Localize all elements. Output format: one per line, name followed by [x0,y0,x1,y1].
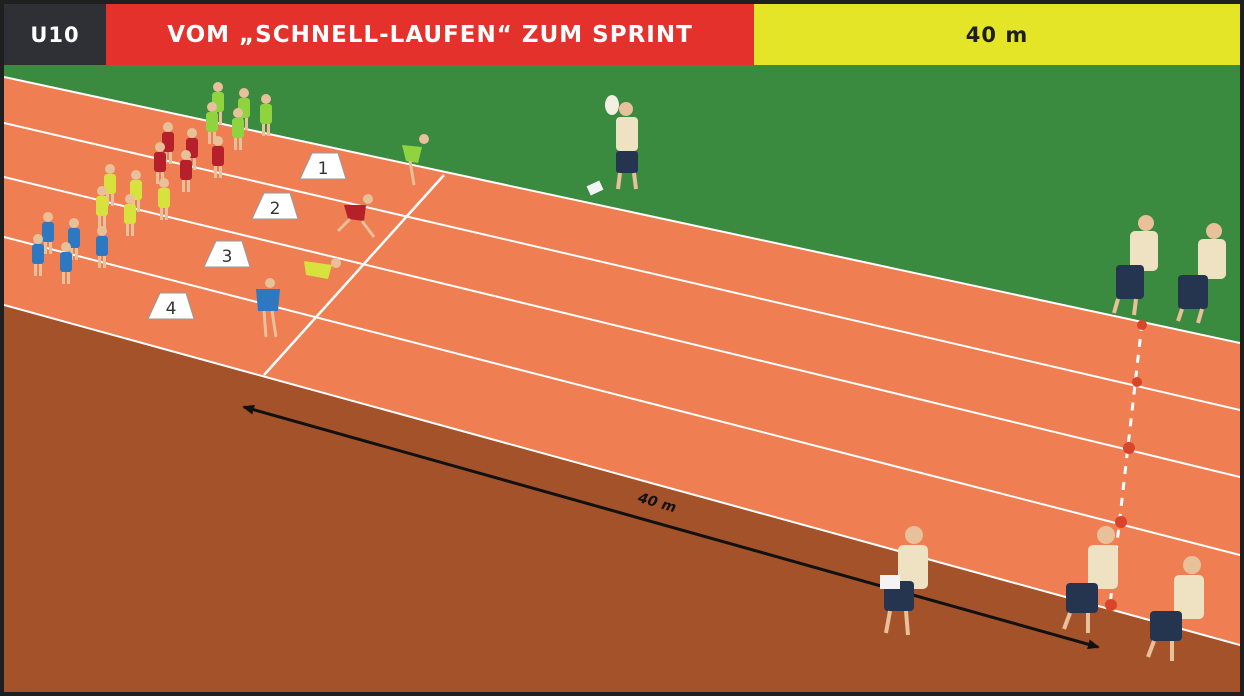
header-bar: U10 VOM „SCHNELL-LAUFEN“ ZUM SPRINT 40 m [4,4,1240,65]
starter-flag [605,95,619,115]
svg-text:3: 3 [222,247,233,267]
svg-text:4: 4 [166,299,177,319]
track-scene: 1 2 3 4 [4,65,1240,696]
svg-text:2: 2 [270,199,281,219]
svg-text:1: 1 [318,159,329,179]
cone [1105,599,1117,611]
cone [1137,320,1147,330]
cone [1132,377,1142,387]
distance-label: 40 m [754,4,1240,65]
clipboard [880,575,900,589]
exercise-title: VOM „SCHNELL-LAUFEN“ ZUM SPRINT [106,4,754,65]
cone [1123,442,1135,454]
age-group-label: U10 [4,4,106,65]
cone [1115,516,1127,528]
